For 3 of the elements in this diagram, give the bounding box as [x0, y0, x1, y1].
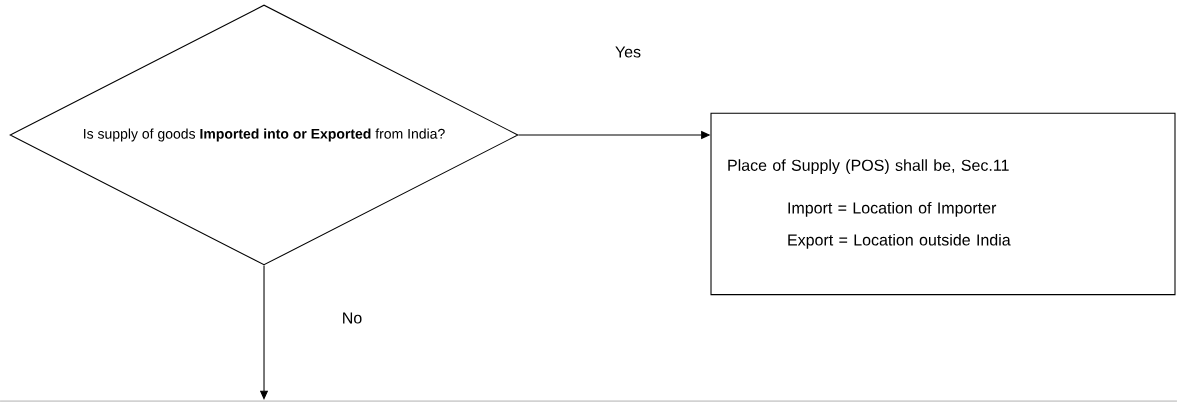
edge-label: No — [340, 311, 364, 325]
edge-label: Yes — [613, 45, 643, 59]
process-box: Place of Supply (POS) shall be, Sec.11 Import = Location of Importer Export = Location outside India — [710, 112, 1176, 296]
